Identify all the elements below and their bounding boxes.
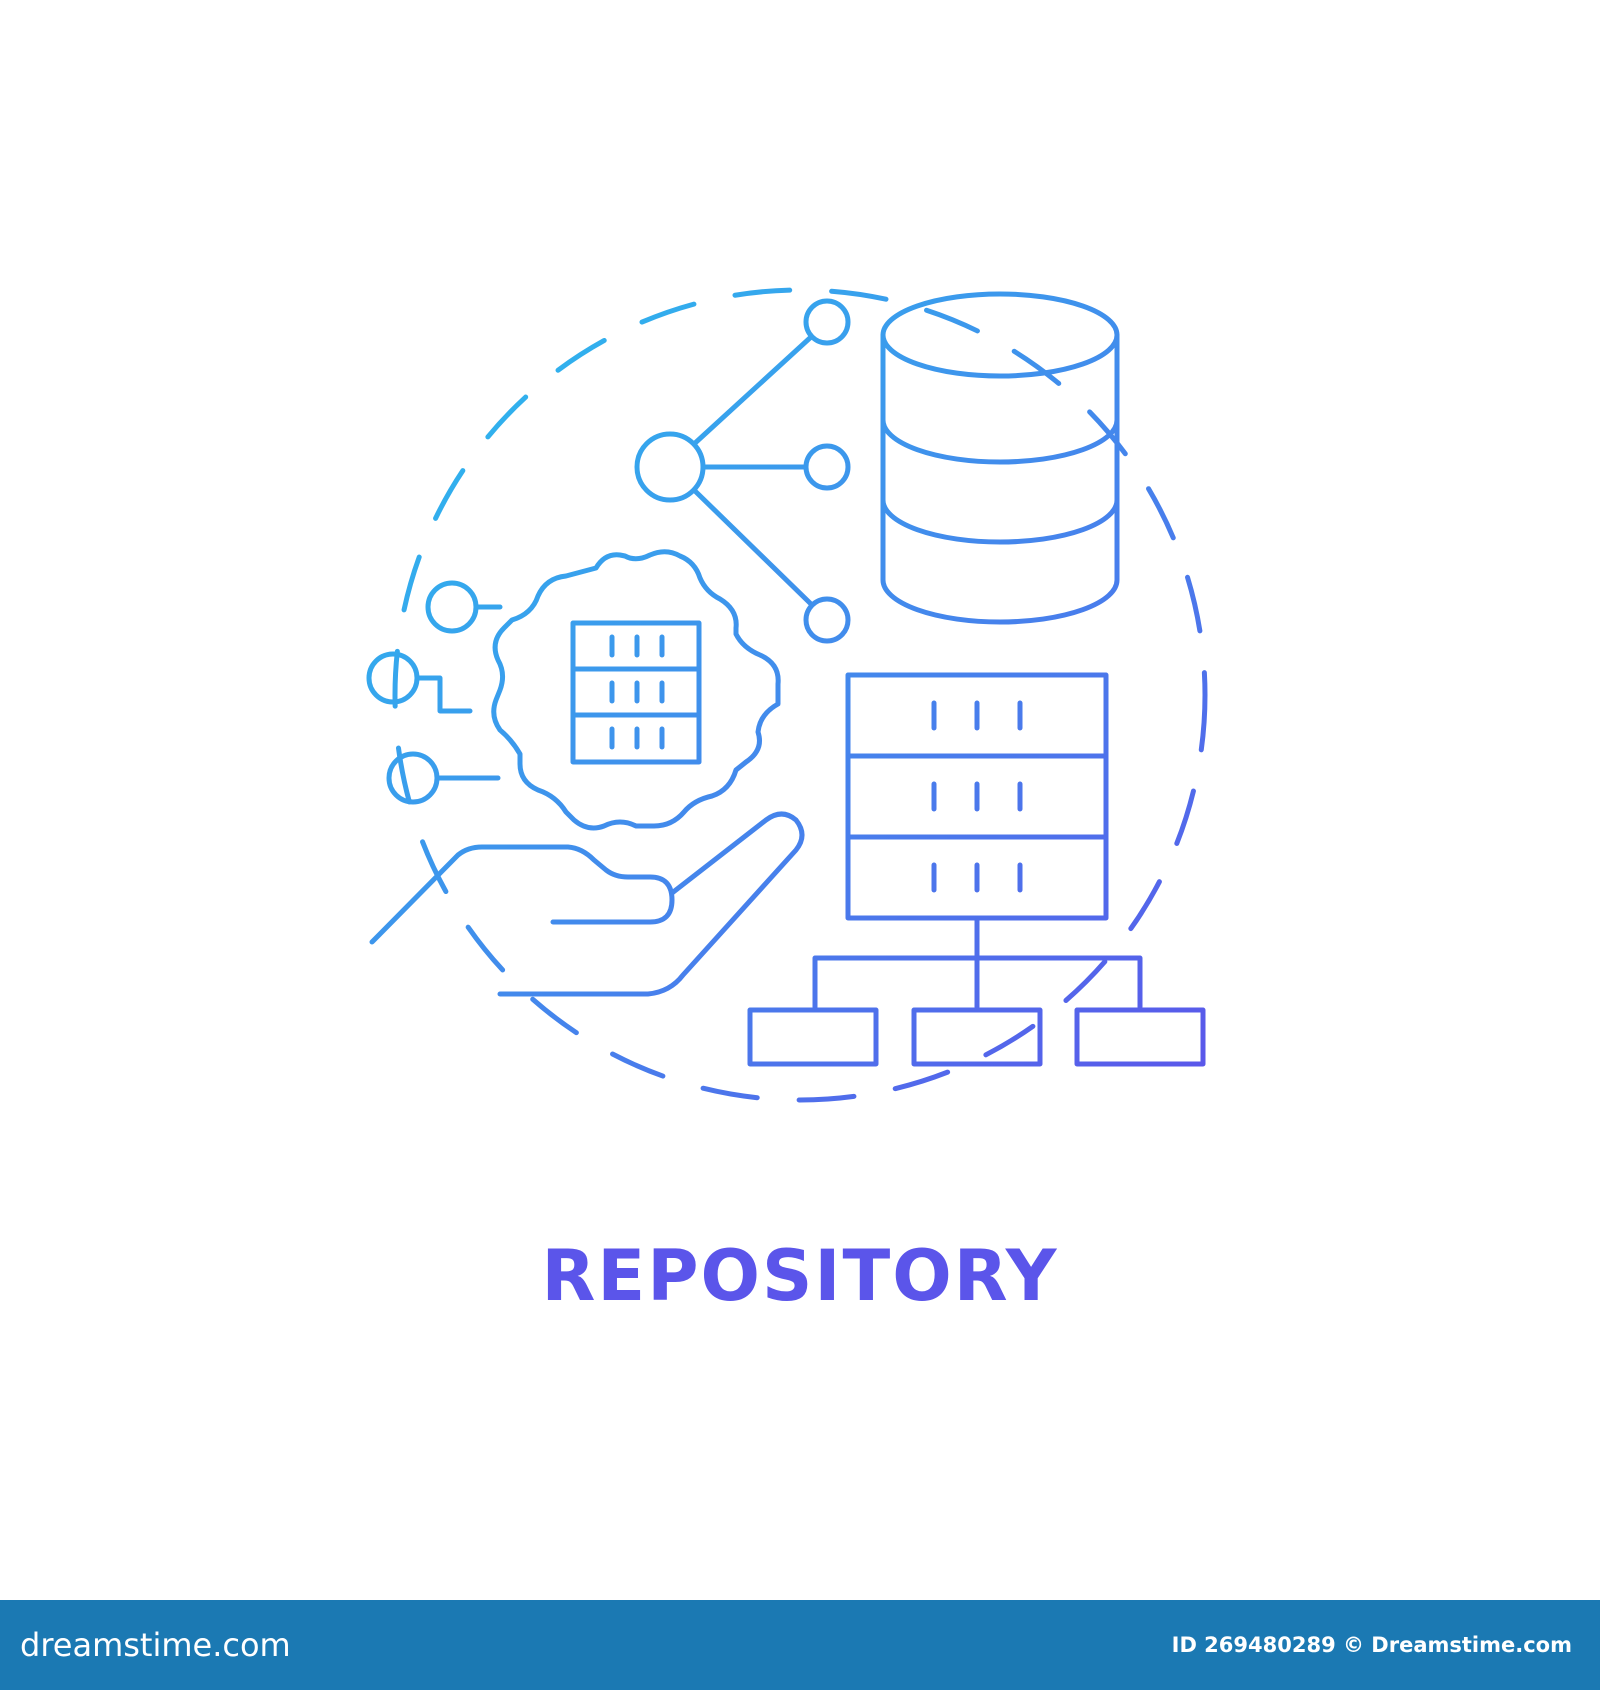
- dreamstime-logo: dreamstime.com: [20, 1626, 291, 1664]
- circuit-connectors-icon: [366, 580, 503, 805]
- dashed-circle-frame: [392, 287, 1208, 1103]
- caption-title: REPOSITORY: [541, 1235, 1059, 1317]
- footer-bar: dreamstime.com ID 269480289 © Dreamstime…: [0, 1600, 1600, 1690]
- hierarchy-tree-icon: [747, 915, 1206, 1067]
- server-rack-icon: [845, 672, 1109, 921]
- image-id: ID 269480289: [1171, 1633, 1336, 1657]
- hand-icon: [369, 811, 805, 997]
- repository-icon-illustration: [366, 287, 1208, 1103]
- database-cylinder-icon: [880, 291, 1120, 625]
- network-node-icon: [634, 298, 851, 644]
- copyright-text: © Dreamstime.com: [1343, 1633, 1572, 1657]
- gear-server-icon: [491, 549, 781, 831]
- footer-credit: ID 269480289 © Dreamstime.com: [1172, 1633, 1572, 1657]
